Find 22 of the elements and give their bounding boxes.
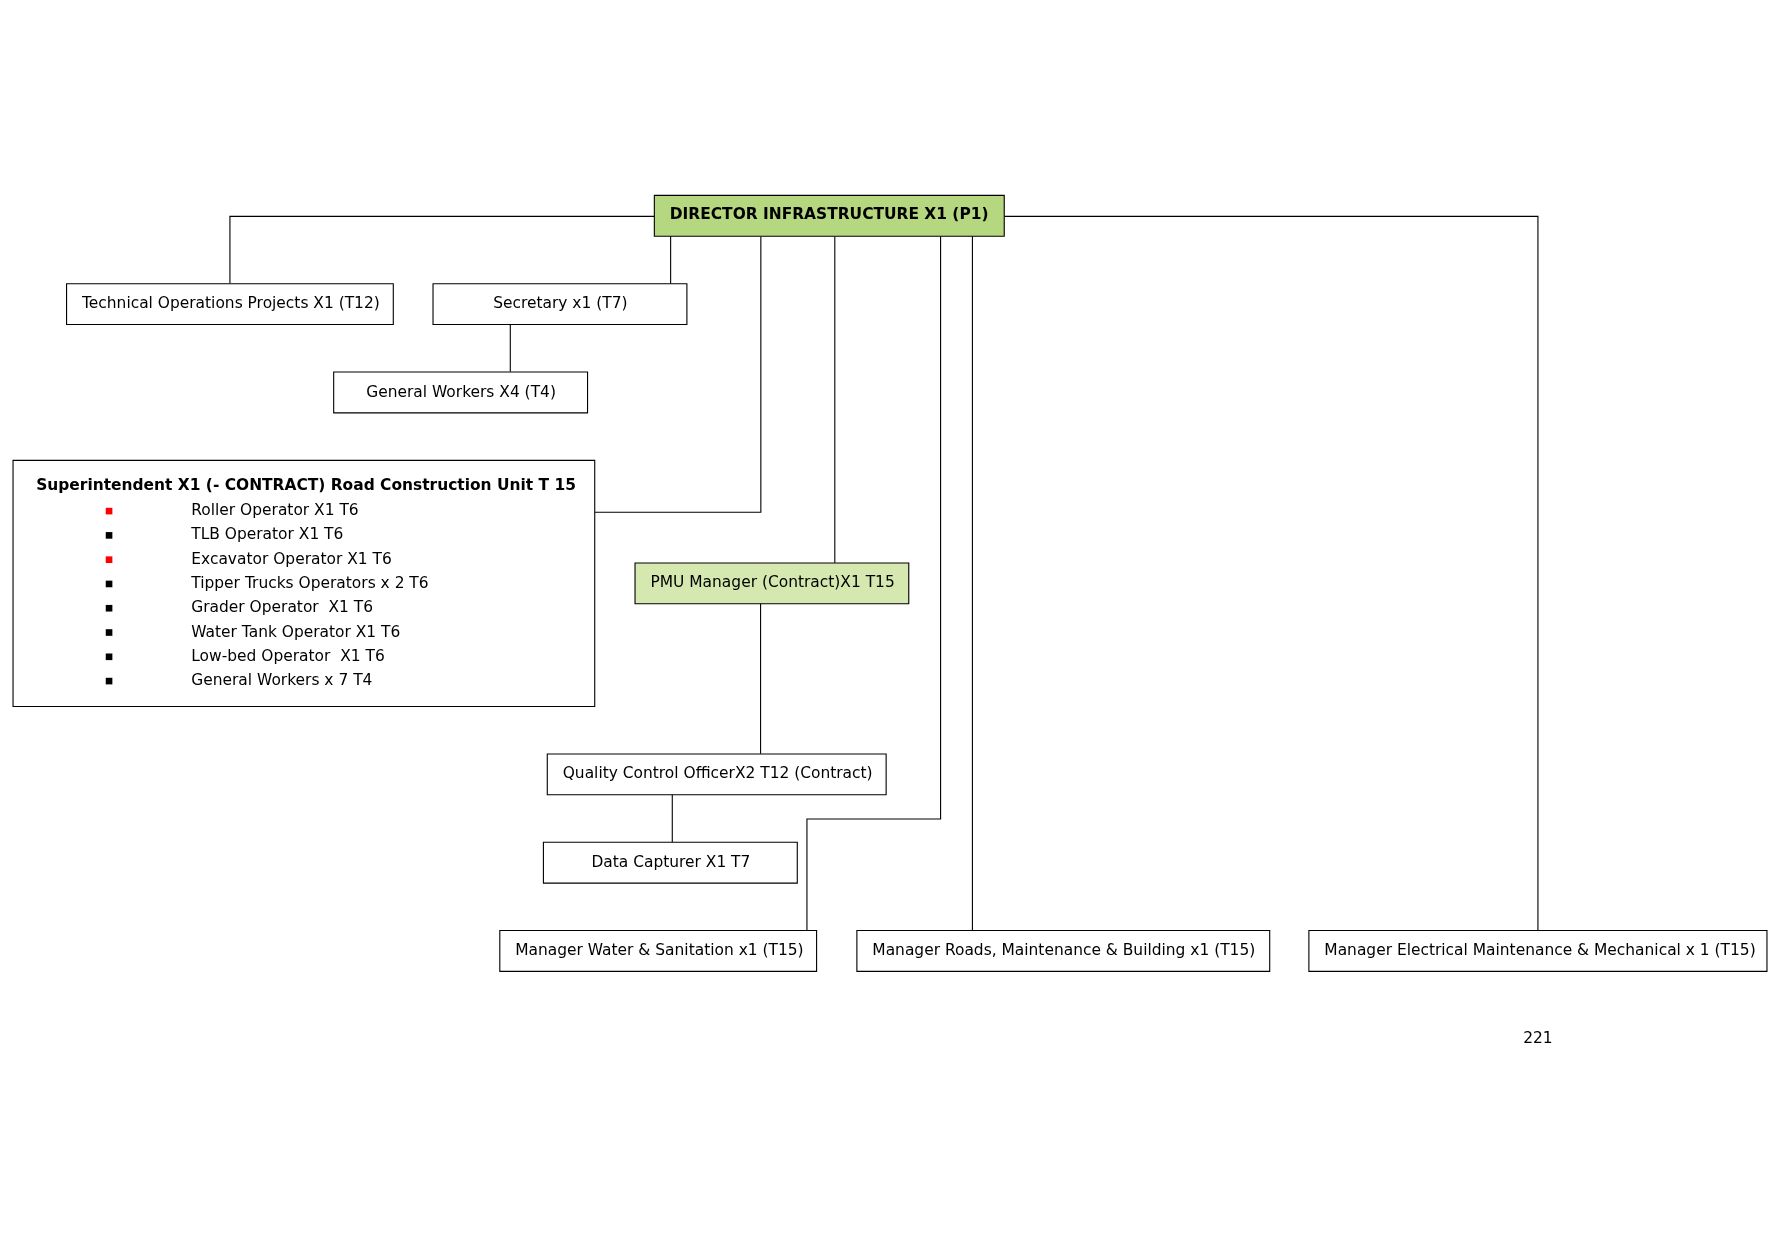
- node-box: Data Capturer X1 T7: [542, 841, 798, 884]
- connector: [834, 235, 836, 563]
- node-box: Quality Control OfficerX2 T12 (Contract): [546, 752, 887, 795]
- connector: [670, 235, 672, 284]
- connector: [509, 323, 511, 372]
- connector: [760, 602, 762, 754]
- connector: [229, 215, 655, 284]
- node-box: Superintendent X1 (- CONTRACT) Road Construction Unit T 15 Roller Operator X1 T6 TLB Operator X1 T6 Excavator Operator X1 T6 Tipper Trucks Operators x 2 T6 Grader Operator X1 T6 Water Tank Operator X1 T6 Low-bed Operator X1 T6 General Workers x 7 T4: [12, 459, 596, 707]
- node-box: Secretary x1 (T7): [432, 282, 688, 325]
- node-box: PMU Manager (Contract)X1 T15: [634, 561, 910, 604]
- node-box: Technical Operations Projects X1 (T12): [66, 282, 394, 325]
- connector: [971, 235, 973, 931]
- node-box: DIRECTOR INFRASTRUCTURE X1 (P1): [653, 194, 1005, 237]
- node-box: Manager Water & Sanitation x1 (T15): [499, 929, 818, 972]
- connector: [1003, 215, 1539, 931]
- node-box: Manager Electrical Maintenance & Mechanical x 1 (T15): [1308, 929, 1768, 972]
- node-box: Manager Roads, Maintenance & Building x1 (T15): [856, 929, 1271, 972]
- connector: [806, 235, 942, 931]
- label: 221: [1523, 1028, 1553, 1047]
- connector: [594, 235, 762, 513]
- node-box: General Workers X4 (T4): [333, 370, 589, 413]
- connector: [671, 793, 673, 843]
